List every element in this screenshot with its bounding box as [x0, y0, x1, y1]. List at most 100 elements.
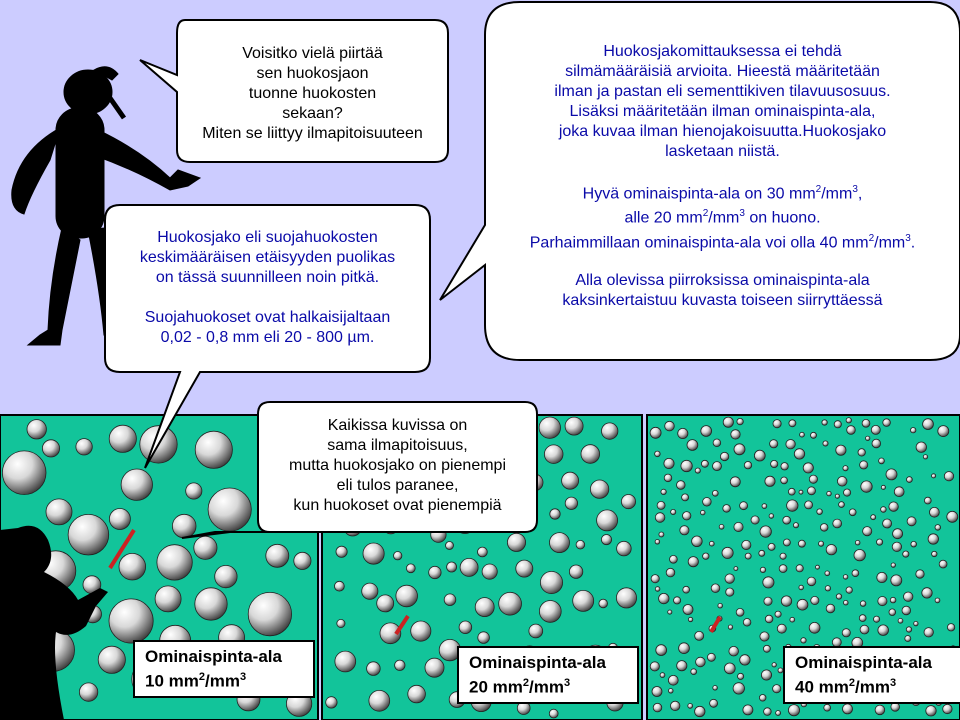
air-pore — [762, 576, 775, 589]
air-pore — [806, 576, 817, 587]
air-pore — [823, 703, 831, 712]
air-pore — [649, 426, 662, 439]
air-pore — [772, 419, 782, 429]
air-pore — [710, 583, 721, 593]
distribution-line: Huokosjako eli suojahuokosten — [157, 229, 378, 246]
air-pore — [923, 627, 934, 638]
air-pore — [725, 587, 735, 597]
panel-label-value: 20 mm2/mm3 — [469, 677, 571, 697]
air-pore — [650, 574, 660, 584]
air-pore — [733, 443, 746, 456]
air-pore — [446, 561, 458, 573]
air-pore — [616, 587, 638, 609]
air-pore — [694, 705, 706, 718]
air-pore — [678, 642, 690, 654]
question-line: Voisitko vielä piirtää — [242, 45, 383, 62]
air-pore — [888, 501, 899, 512]
air-pore — [410, 620, 432, 642]
air-pore — [873, 615, 881, 623]
air-pore — [474, 597, 495, 617]
air-pore — [690, 668, 697, 675]
air-pore — [851, 569, 860, 577]
air-pore — [764, 475, 776, 487]
air-pore — [676, 660, 688, 672]
air-pore — [580, 444, 601, 464]
air-pore — [708, 540, 715, 547]
air-pore — [841, 628, 851, 638]
air-pore — [395, 584, 418, 608]
air-pore — [669, 554, 678, 564]
air-pore — [761, 669, 773, 681]
air-pore — [776, 623, 787, 634]
air-pore — [815, 564, 820, 570]
air-pore — [682, 585, 690, 594]
air-pore — [874, 704, 886, 716]
air-pore — [885, 468, 898, 481]
air-pore — [937, 425, 950, 438]
air-pore — [861, 418, 871, 428]
air-pore — [717, 603, 723, 609]
air-pore — [477, 546, 488, 558]
air-pore — [744, 552, 752, 560]
air-pore — [687, 616, 694, 623]
air-pore — [922, 418, 934, 430]
air-pore — [858, 614, 867, 622]
summary-line: kun huokoset ovat pienempiä — [293, 497, 502, 514]
air-pore — [876, 572, 888, 584]
air-pore — [753, 449, 766, 462]
air-pore — [596, 509, 618, 532]
air-pore — [733, 566, 739, 571]
air-pore — [118, 553, 147, 581]
air-pore — [743, 461, 753, 470]
air-pore — [709, 698, 718, 708]
measurement-good: Hyvä ominaispinta-ala on 30 mm2/mm3, — [582, 184, 863, 203]
air-pore — [194, 587, 228, 621]
air-pore — [667, 609, 673, 615]
air-pore — [931, 550, 938, 558]
air-pore — [366, 661, 381, 676]
air-pore — [835, 593, 843, 600]
air-pore — [804, 500, 813, 510]
air-pore — [763, 707, 772, 716]
air-pore — [477, 631, 490, 644]
air-pore — [664, 420, 675, 432]
air-pore — [946, 510, 959, 523]
measurement-line: kaksinkertaistuu kuvasta toiseen siirryt… — [562, 291, 883, 309]
measurement-line: lasketaan niistä. — [665, 143, 780, 160]
air-pore — [853, 549, 866, 562]
air-pore — [658, 531, 665, 538]
air-pore — [601, 422, 619, 440]
air-pore — [702, 552, 710, 560]
air-pore — [793, 522, 800, 529]
air-pore — [528, 623, 544, 639]
measurement-line: Alla olevissa piirroksissa ominaispinta-… — [575, 271, 870, 289]
spacing-indicator-3 — [709, 615, 722, 634]
air-pore — [727, 624, 734, 630]
air-pore — [778, 564, 788, 573]
air-pore — [568, 564, 584, 579]
measurement-line: ilman ja pastan eli sementtikiven tilavu… — [554, 83, 891, 100]
air-pore — [712, 685, 718, 691]
air-pore — [214, 564, 238, 589]
summary-text: Kaikissa kuvissa on sama ilmapitoisuus, … — [258, 416, 537, 516]
air-pore — [67, 514, 110, 556]
air-pore — [855, 540, 861, 546]
air-pore — [739, 654, 751, 666]
air-pore — [877, 596, 888, 607]
air-pore — [722, 416, 734, 428]
air-pore — [575, 540, 586, 550]
air-pore — [890, 562, 896, 568]
air-pore — [663, 473, 673, 483]
measurement-line: silmämääräisiä arvioita. Hieestä määrite… — [565, 63, 880, 80]
air-pore — [680, 459, 693, 473]
air-pore — [891, 541, 903, 552]
air-pore — [498, 591, 522, 616]
air-pore — [108, 598, 154, 644]
air-pore — [660, 488, 667, 495]
air-pore — [712, 438, 722, 447]
panel-label-value: 40 mm2/mm3 — [795, 677, 897, 697]
air-pore — [910, 541, 917, 548]
air-pore — [506, 532, 526, 552]
air-pore — [865, 435, 871, 441]
air-pore — [824, 570, 831, 577]
